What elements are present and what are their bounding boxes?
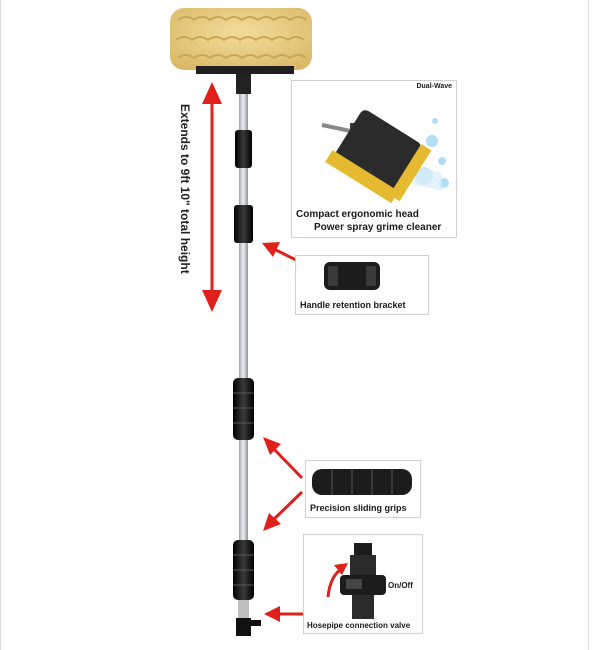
head-badge: Dual-Wave	[416, 83, 452, 90]
valve-switch-label: On/Off	[388, 581, 413, 590]
valve-caption: Hosepipe connection valve	[307, 621, 411, 630]
grip-closeup-image	[312, 469, 412, 495]
sliding-grip-lower	[233, 540, 254, 600]
head-caption-line2: Power spray grime cleaner	[314, 222, 442, 233]
hose-valve	[236, 600, 261, 636]
height-label: Extends to 9ft 10" total height	[178, 104, 192, 274]
head-closeup-image	[321, 110, 449, 204]
sliding-grip-upper	[233, 378, 254, 440]
head-caption-line1: Compact ergonomic head	[296, 209, 419, 220]
sponge-head	[170, 8, 312, 74]
valve-closeup-image	[326, 543, 386, 619]
grips-callout: Precision sliding grips	[305, 460, 421, 518]
head-callout: Dual-Wave Compact ergonomic head Power s…	[291, 80, 457, 238]
lock-collar-upper	[235, 130, 252, 168]
valve-callout: On/Off Hosepipe connection valve	[303, 534, 423, 634]
grips-caption: Precision sliding grips	[310, 503, 407, 513]
telescopic-shaft	[239, 74, 248, 574]
left-border	[0, 0, 1, 650]
arrow-grip-lower	[263, 490, 304, 531]
right-border	[588, 0, 589, 650]
arrow-grip-upper	[263, 437, 304, 480]
lock-collar-middle	[234, 205, 253, 243]
bracket-caption: Handle retention bracket	[300, 300, 406, 310]
bracket-closeup-image	[324, 262, 380, 290]
height-arrow	[202, 82, 222, 312]
bracket-callout: Handle retention bracket	[295, 255, 429, 315]
